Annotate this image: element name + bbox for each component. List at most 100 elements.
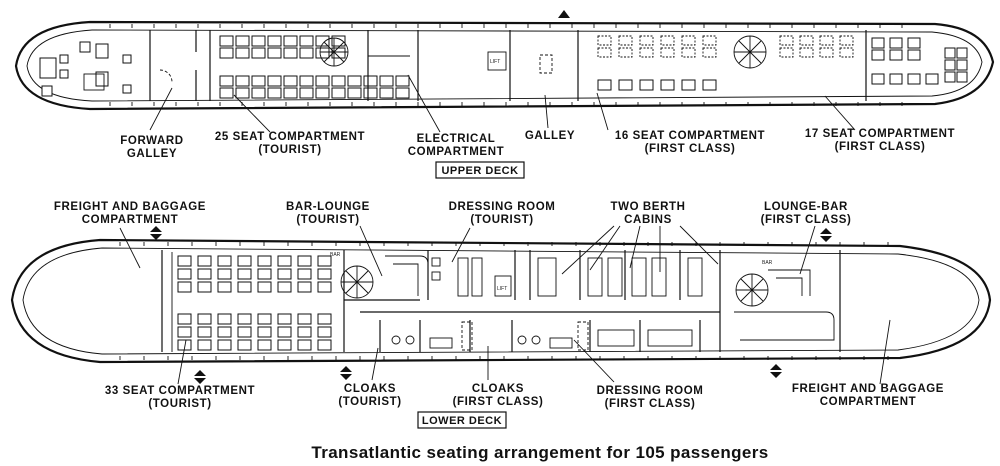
lower-window-ticks: [119, 242, 889, 360]
seat: [702, 79, 717, 91]
seat: [331, 35, 346, 47]
lift-mark-lower: LIFT: [497, 286, 507, 292]
seat: [660, 35, 675, 46]
seat: [702, 47, 717, 58]
seat: [889, 37, 903, 49]
label-bar-lounge-1: BAR-LOUNGE: [286, 201, 370, 213]
seat: [331, 87, 346, 99]
label-galley: GALLEY: [525, 130, 575, 142]
seat: [277, 281, 292, 293]
seat: [197, 339, 212, 351]
seat: [217, 255, 232, 267]
seat: [315, 47, 330, 59]
lower-arrow-aft-icon: [820, 228, 832, 242]
upper-stair-aft: [733, 35, 767, 69]
seat: [871, 73, 885, 85]
seat: [297, 326, 312, 338]
seat: [257, 255, 272, 267]
upper-arrow-icon: [558, 10, 570, 18]
seat: [297, 281, 312, 293]
label-seat25-1: 25 SEAT COMPARTMENT: [215, 131, 365, 143]
label-seat33-1: 33 SEAT COMPARTMENT: [105, 385, 255, 397]
seat: [779, 47, 794, 58]
label-freight-aft-2: COMPARTMENT: [820, 396, 916, 408]
label-cloaks-first-1: CLOAKS: [472, 383, 524, 395]
label-seat17-2: (FIRST CLASS): [835, 141, 926, 153]
lower-deck: BAR LIFT BAR: [10, 226, 992, 384]
seat: [297, 339, 312, 351]
seat: [819, 47, 834, 58]
seat: [317, 313, 332, 325]
seat: [283, 35, 298, 47]
seat: [277, 268, 292, 280]
seat: [681, 35, 696, 46]
svg-text:16 SEAT COMPARTMENT(FIRST CLAS: 16 SEAT COMPARTMENT(FIRST CLASS): [615, 130, 765, 155]
upper-leaders: [149, 74, 856, 133]
label-freight-aft-1: FREIGHT AND BAGGAGE: [792, 383, 944, 395]
seat: [283, 47, 298, 59]
label-lounge-bar-2: (FIRST CLASS): [761, 214, 852, 226]
seat: [944, 59, 956, 71]
seat: [251, 35, 266, 47]
seat: [839, 47, 854, 58]
seat: [251, 87, 266, 99]
label-two-berth-1: TWO BERTH: [610, 201, 685, 213]
label-forward-galley-2: GALLEY: [127, 148, 177, 160]
seat: [237, 313, 252, 325]
seat: [237, 268, 252, 280]
seat: [197, 281, 212, 293]
svg-text:DRESSING ROOM(TOURIST): DRESSING ROOM(TOURIST): [449, 201, 556, 226]
label-lounge-bar-1: LOUNGE-BAR: [764, 201, 848, 213]
label-cloaks-first-2: (FIRST CLASS): [453, 396, 544, 408]
lower-arrow-mid-icon: [340, 366, 352, 380]
label-electrical-2: COMPARTMENT: [408, 146, 504, 158]
seat: [956, 47, 968, 59]
seat: [297, 313, 312, 325]
lower-stair-forward: [340, 265, 374, 299]
lift-mark-upper: LIFT: [490, 59, 500, 65]
seat: [618, 79, 633, 91]
upper-deck-hull-inner: [26, 29, 983, 102]
seat: [379, 75, 394, 87]
svg-text:BAR-LOUNGE(TOURIST): BAR-LOUNGE(TOURIST): [286, 201, 370, 226]
seat: [956, 59, 968, 71]
seat: [347, 75, 362, 87]
seat: [597, 79, 612, 91]
seat: [907, 49, 921, 61]
seat: [395, 75, 410, 87]
seat: [217, 339, 232, 351]
seat: [197, 268, 212, 280]
seat: [277, 313, 292, 325]
seat: [907, 73, 921, 85]
seat: [251, 75, 266, 87]
bar-aft-mark: BAR: [762, 260, 773, 266]
seat: [235, 75, 250, 87]
seat: [219, 35, 234, 47]
label-seat16-1: 16 SEAT COMPARTMENT: [615, 130, 765, 142]
seat: [197, 313, 212, 325]
cockpit: [39, 41, 132, 97]
seat: [907, 37, 921, 49]
seat: [618, 35, 633, 46]
seat: [299, 87, 314, 99]
seat: [267, 35, 282, 47]
seat: [799, 47, 814, 58]
seat: [681, 47, 696, 58]
label-two-berth-2: CABINS: [624, 214, 672, 226]
seat: [944, 47, 956, 59]
label-forward-galley-1: FORWARD: [120, 135, 183, 147]
seat: [317, 255, 332, 267]
seat: [257, 268, 272, 280]
seat: [235, 87, 250, 99]
seat: [315, 87, 330, 99]
seat: [297, 255, 312, 267]
seat: [660, 79, 675, 91]
seat: [177, 313, 192, 325]
seat: [251, 47, 266, 59]
svg-text:GALLEY: GALLEY: [525, 130, 575, 142]
seat: [277, 255, 292, 267]
seat: [219, 87, 234, 99]
seat: [267, 75, 282, 87]
